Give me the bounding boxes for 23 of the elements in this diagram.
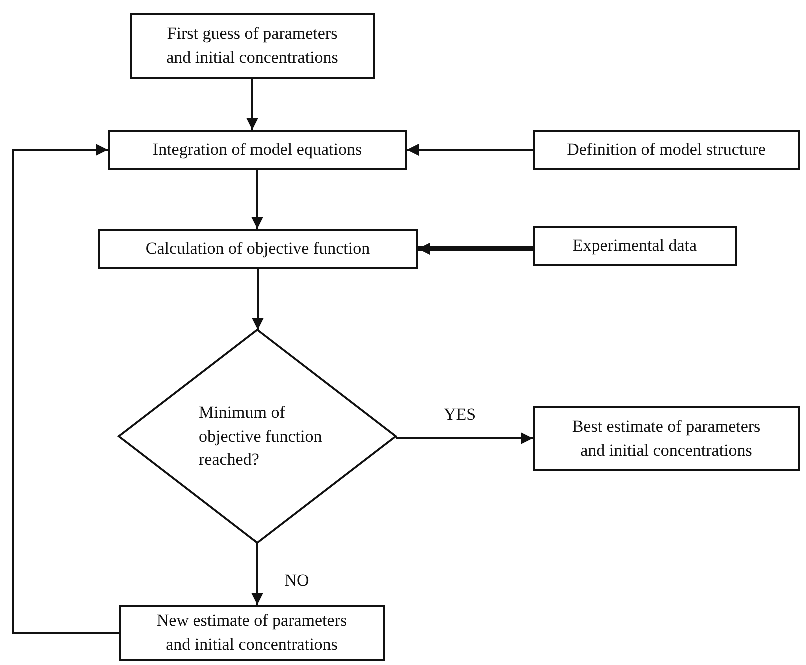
box-text: Integration of model equations — [152, 139, 362, 162]
box-text: New estimate of parameters and initial concentrations — [156, 610, 348, 656]
process-box — [130, 13, 375, 79]
process-box — [533, 226, 737, 266]
arrow — [252, 170, 264, 229]
arrow — [418, 243, 533, 255]
arrow — [407, 144, 533, 156]
box-text: Calculation of objective function — [146, 238, 370, 260]
process-box — [108, 130, 407, 170]
box-text: Definition of model structure — [567, 139, 766, 162]
decision-text: Minimum of objective function reached? — [199, 402, 324, 472]
arrow — [396, 432, 533, 444]
arrow — [252, 269, 264, 330]
arrow — [246, 79, 258, 130]
box-text: Best estimate of parameters and initial concentrations — [571, 416, 762, 462]
box-text: Experimental data — [572, 235, 698, 258]
process-box — [119, 605, 385, 661]
process-box — [533, 130, 800, 170]
box-text: First guess of parameters and initial concentrations — [166, 23, 340, 69]
process-box — [98, 229, 418, 269]
arrow — [252, 543, 264, 605]
process-box — [533, 406, 800, 471]
arrow — [12, 144, 119, 634]
